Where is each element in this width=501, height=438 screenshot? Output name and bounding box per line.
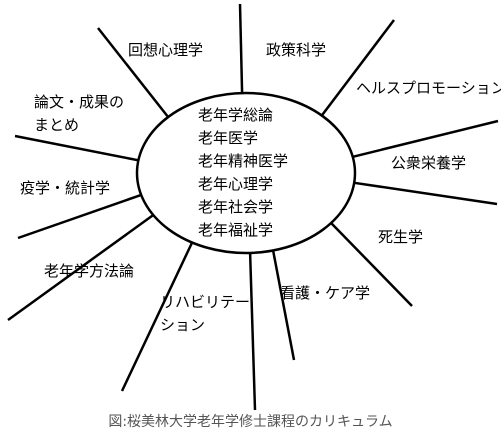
- spoke-line: [248, 252, 257, 411]
- center-ellipse: [135, 91, 357, 255]
- field-policy-science: 政策科学: [266, 41, 327, 59]
- core-subjects: 老年学総論 老年医学 老年精神医学 老年心理学 老年社会学 老年福祉学: [198, 104, 288, 242]
- figure-caption: 図:桜美林大学老年学修士課程のカリキュラム: [108, 414, 393, 430]
- spoke-line: [7, 213, 155, 322]
- core-item: 老年精神医学: [198, 152, 289, 170]
- field-nursing-care: 看護・ケア学: [280, 284, 371, 302]
- field-reminiscence-psychology: 回想心理学: [128, 41, 204, 59]
- core-item: 老年福祉学: [198, 221, 274, 239]
- field-rehabilitation-line1: リハビリテー: [160, 293, 251, 311]
- field-public-nutrition: 公衆栄養学: [391, 154, 467, 172]
- spoke-line: [17, 193, 142, 240]
- spoke-line: [97, 27, 170, 118]
- field-epidemiology-statistics: 疫学・統計学: [20, 179, 111, 197]
- spoke-line: [330, 222, 413, 307]
- spoke-line: [320, 19, 395, 117]
- spoke-line: [238, 3, 244, 94]
- core-item: 老年学総論: [198, 106, 274, 124]
- field-thanatology: 死生学: [378, 228, 424, 246]
- spoke-line: [271, 250, 296, 361]
- core-item: 老年社会学: [198, 198, 274, 216]
- spoke-line: [352, 119, 499, 159]
- spoke-line: [120, 241, 194, 392]
- field-rehabilitation-line2: ション: [160, 316, 206, 334]
- spoke-line: [14, 134, 139, 162]
- field-thesis-line1: 論文・成果の: [34, 93, 125, 111]
- spoke-lines: [7, 3, 499, 411]
- field-thesis-line2: まとめ: [34, 116, 80, 134]
- core-item: 老年医学: [198, 129, 259, 147]
- core-item: 老年心理学: [198, 175, 274, 193]
- field-gerontology-methods: 老年学方法論: [44, 262, 135, 280]
- field-health-promotion: ヘルスプロモーション: [356, 79, 501, 97]
- spoke-line: [354, 181, 498, 206]
